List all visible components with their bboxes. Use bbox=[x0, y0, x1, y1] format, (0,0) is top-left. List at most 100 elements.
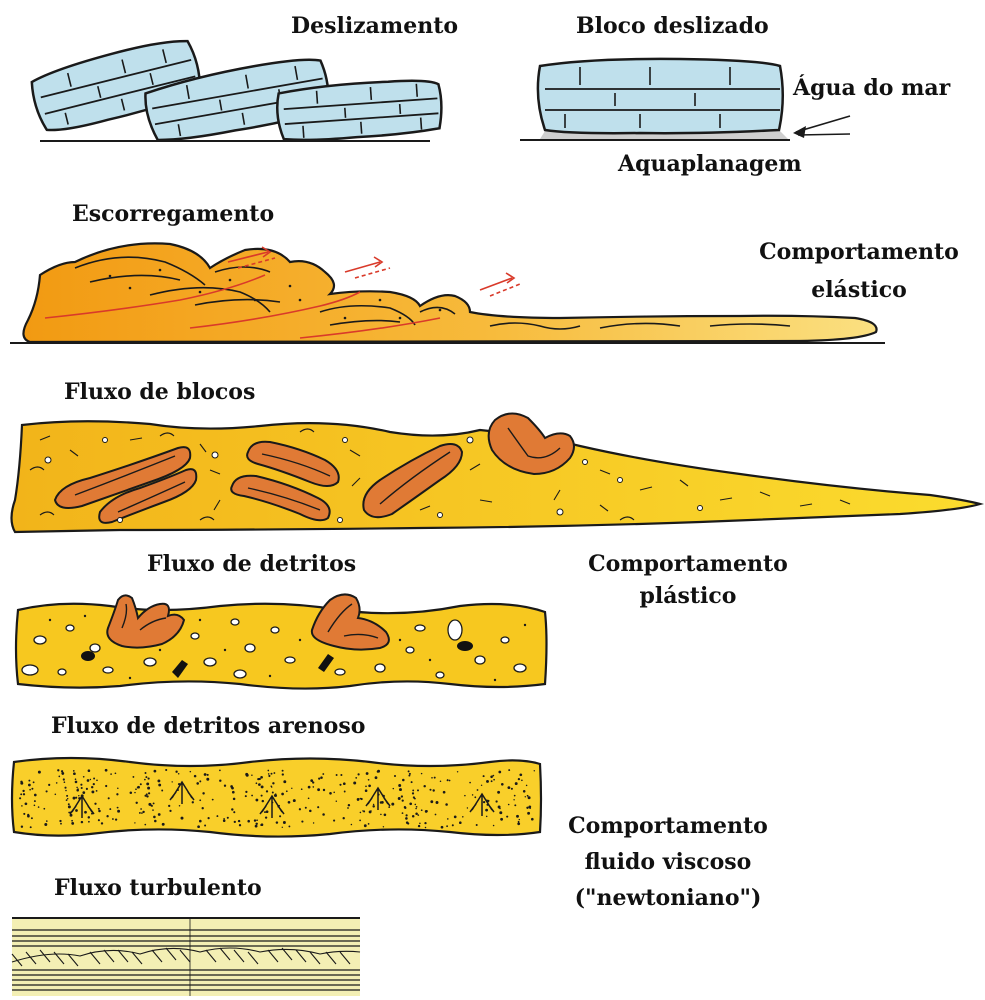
sand-grain bbox=[117, 787, 119, 789]
sand-grain bbox=[178, 783, 180, 785]
sand-grain bbox=[301, 788, 303, 790]
sand-grain bbox=[528, 796, 531, 799]
sand-grain bbox=[323, 789, 325, 791]
sand-grain bbox=[282, 773, 284, 775]
sand-grain bbox=[93, 783, 95, 785]
sand-grain bbox=[34, 804, 36, 806]
sand-grain bbox=[383, 826, 384, 827]
sand-grain bbox=[347, 807, 349, 809]
sand-grain bbox=[31, 788, 33, 790]
sand-grain bbox=[514, 795, 516, 797]
sand-grain bbox=[86, 788, 88, 790]
label-comportamento-elastico-line-1: Comportamento bbox=[748, 238, 970, 266]
sand-grain bbox=[336, 774, 338, 776]
sand-grain bbox=[375, 776, 378, 779]
sand-grain bbox=[238, 820, 240, 822]
sand-grain bbox=[282, 827, 283, 828]
sand-grain bbox=[65, 790, 67, 792]
sand-grain bbox=[266, 790, 268, 792]
sand-grain bbox=[527, 795, 529, 797]
sand-grain bbox=[344, 791, 346, 793]
sand-grain bbox=[73, 772, 76, 775]
sand-grain bbox=[498, 771, 501, 774]
sand-grain bbox=[93, 778, 95, 780]
sand-grain bbox=[262, 800, 264, 802]
sand-grain bbox=[264, 811, 266, 813]
sand-grain bbox=[449, 780, 451, 782]
sand-grain bbox=[98, 819, 100, 821]
sand-grain bbox=[360, 812, 362, 814]
sand-grain bbox=[71, 820, 73, 822]
sand-grain bbox=[98, 808, 100, 810]
sand-grain bbox=[501, 783, 504, 786]
sand-grain bbox=[299, 808, 301, 810]
sand-grain bbox=[75, 809, 78, 812]
sand-grain bbox=[272, 802, 274, 804]
sand-grain bbox=[148, 803, 151, 806]
sand-grain bbox=[366, 772, 369, 775]
sand-grain bbox=[135, 788, 137, 790]
sand-grain bbox=[56, 782, 58, 784]
sand-grain bbox=[232, 791, 235, 794]
sand-grain bbox=[368, 784, 371, 787]
sand-grain bbox=[421, 809, 423, 811]
sand-grain bbox=[415, 808, 417, 810]
label-fluxo-de-detritos: Fluxo de detritos bbox=[147, 550, 356, 578]
sand-grain bbox=[408, 770, 410, 772]
sand-grain bbox=[64, 781, 66, 783]
sand-grain bbox=[476, 824, 478, 826]
sand-grain bbox=[508, 769, 510, 771]
sand-grain bbox=[273, 772, 275, 774]
sand-grain bbox=[368, 779, 370, 781]
sand-grain bbox=[224, 785, 226, 787]
sand-grain bbox=[81, 821, 83, 823]
sand-grain bbox=[380, 801, 383, 804]
sand-grain bbox=[227, 817, 229, 819]
sand-grain bbox=[38, 806, 40, 808]
slide-group bbox=[28, 34, 443, 145]
sand-grain bbox=[175, 771, 177, 773]
sand-grain bbox=[419, 823, 421, 825]
sand-grain bbox=[441, 826, 444, 829]
sand-grain bbox=[91, 786, 93, 788]
turbidity-current-group bbox=[12, 918, 360, 996]
sand-grain bbox=[358, 773, 360, 775]
sand-grain bbox=[436, 801, 439, 804]
sand-grain bbox=[516, 815, 519, 818]
sand-grain bbox=[373, 804, 374, 805]
sand-grain bbox=[446, 825, 448, 827]
sand-grain bbox=[64, 787, 66, 789]
sand-grain bbox=[132, 776, 134, 778]
sand-grain bbox=[377, 771, 379, 773]
sand-grain bbox=[447, 818, 449, 820]
sand-grain bbox=[412, 815, 415, 818]
label-agua-do-mar: Água do mar bbox=[793, 74, 950, 102]
sand-grain bbox=[416, 806, 418, 808]
sand-grain bbox=[308, 797, 310, 799]
sand-grain bbox=[435, 814, 437, 816]
sand-grain bbox=[429, 789, 431, 791]
sand-grain bbox=[260, 824, 262, 826]
sand-grain bbox=[432, 789, 434, 791]
sand-grain bbox=[233, 798, 236, 801]
sand-grain bbox=[486, 804, 488, 806]
sand-grain bbox=[414, 804, 416, 806]
sand-grain bbox=[474, 796, 476, 798]
sand-grain bbox=[116, 793, 118, 795]
sand-grain bbox=[44, 823, 47, 826]
sand-grain bbox=[207, 774, 209, 776]
sand-grain bbox=[282, 770, 284, 772]
sand-grain bbox=[394, 775, 396, 777]
sand-grain bbox=[452, 824, 454, 826]
sand-grain bbox=[67, 798, 68, 799]
debris-flow-group bbox=[16, 594, 547, 688]
sand-grain bbox=[534, 770, 535, 771]
sand-grain bbox=[59, 820, 61, 822]
sand-grain bbox=[25, 802, 28, 805]
sand-grain bbox=[531, 818, 534, 821]
sand-grain bbox=[378, 794, 380, 796]
sand-grain bbox=[254, 819, 256, 821]
sand-grain bbox=[521, 780, 523, 782]
sand-grain bbox=[454, 816, 457, 819]
sand-grain bbox=[196, 782, 199, 785]
